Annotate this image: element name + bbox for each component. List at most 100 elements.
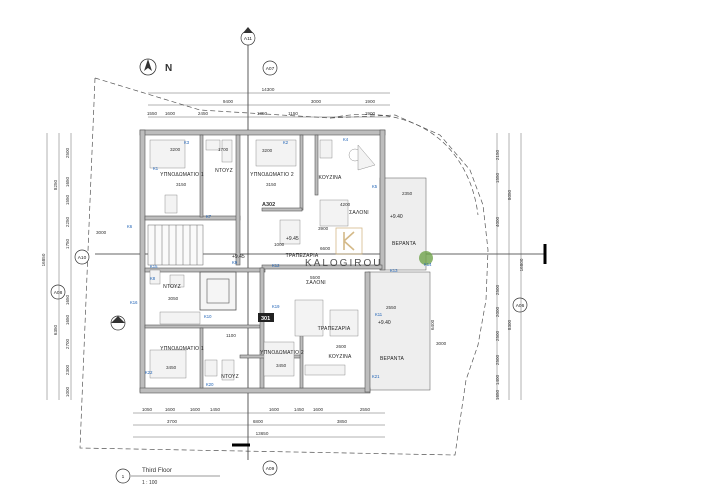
svg-text:1400: 1400 — [495, 374, 500, 385]
grid-bubble-top1: A11 — [240, 27, 256, 46]
fixtures — [149, 139, 376, 381]
svg-text:ΝΤΟΥΖ: ΝΤΟΥΖ — [221, 374, 239, 380]
svg-text:6600: 6600 — [320, 246, 331, 251]
watermark-logo: KALOGIROU — [305, 227, 433, 269]
view-number: 1 — [122, 474, 125, 480]
room-labels-top: ΥΠΝΟΔΩΜΑΤΙΟ 1 ΝΤΟΥΖ ΥΠΝΟΔΩΜΑΤΙΟ 2 ΚΟΥΖΙΝ… — [160, 168, 416, 259]
svg-text:K16: K16 — [130, 300, 138, 305]
svg-text:K2: K2 — [283, 140, 289, 145]
svg-text:8250: 8250 — [53, 179, 58, 190]
svg-text:ΣΑΛΟΝΙ: ΣΑΛΟΝΙ — [306, 280, 326, 286]
site-boundary — [79, 77, 489, 456]
veranda-top — [379, 177, 427, 271]
svg-text:6400: 6400 — [430, 319, 435, 330]
svg-text:1650: 1650 — [65, 314, 70, 325]
svg-text:ΝΤΟΥΖ: ΝΤΟΥΖ — [215, 168, 233, 174]
dimensions-bottom: 1050 1600 1600 1450 1600 1450 1600 2550 … — [133, 407, 385, 438]
svg-text:ΥΠΝΟΔΩΜΑΤΙΟ 1: ΥΠΝΟΔΩΜΑΤΙΟ 1 — [160, 172, 204, 178]
svg-text:1600: 1600 — [165, 111, 176, 116]
svg-text:16800: 16800 — [519, 258, 524, 271]
svg-text:1600: 1600 — [269, 407, 280, 412]
svg-text:6800: 6800 — [253, 419, 264, 424]
svg-text:ΒΕΡΑΝΤΑ: ΒΕΡΑΝΤΑ — [392, 241, 416, 247]
svg-text:ΥΠΝΟΔΩΜΑΤΙΟ 2: ΥΠΝΟΔΩΜΑΤΙΟ 2 — [260, 350, 304, 356]
svg-text:1050: 1050 — [142, 407, 153, 412]
svg-text:2700: 2700 — [65, 338, 70, 349]
svg-text:1350: 1350 — [257, 111, 268, 116]
svg-text:3150: 3150 — [176, 182, 187, 187]
svg-text:2600: 2600 — [336, 344, 347, 349]
svg-text:K22: K22 — [145, 370, 153, 375]
svg-text:1550: 1550 — [65, 194, 70, 205]
svg-text:ΚΟΥΖΙΝΑ: ΚΟΥΖΙΝΑ — [318, 175, 341, 181]
svg-text:ΣΑΛΟΝΙ: ΣΑΛΟΝΙ — [349, 210, 369, 216]
svg-text:1550: 1550 — [495, 172, 500, 183]
svg-text:3450: 3450 — [276, 363, 287, 368]
svg-text:2000: 2000 — [495, 306, 500, 317]
inner-dimensions: 3200 3150 1700 3200 3150 2350 4200 3900 … — [96, 147, 447, 370]
svg-text:ΤΡΑΠΕΖΑΡΙΑ: ΤΡΑΠΕΖΑΡΙΑ — [318, 326, 351, 332]
view-title: Third Floor — [142, 467, 172, 474]
svg-text:ΤΡΑΠΕΖΑΡΙΑ: ΤΡΑΠΕΖΑΡΙΑ — [286, 253, 319, 259]
svg-text:1600: 1600 — [190, 407, 201, 412]
north-arrow: N — [139, 58, 172, 76]
svg-text:2450: 2450 — [198, 111, 209, 116]
svg-text:3000: 3000 — [436, 341, 447, 346]
svg-text:2350: 2350 — [402, 191, 413, 196]
svg-text:ΥΠΝΟΔΩΜΑΤΙΟ 1: ΥΠΝΟΔΩΜΑΤΙΟ 1 — [160, 346, 204, 352]
svg-text:8050: 8050 — [507, 189, 512, 200]
svg-text:1150: 1150 — [288, 111, 298, 116]
grid-bubble-top2: A07 — [262, 60, 278, 76]
svg-text:K13: K13 — [390, 268, 398, 273]
svg-text:2500: 2500 — [65, 147, 70, 158]
svg-text:K5: K5 — [372, 184, 378, 189]
dimensions-right: 16800 8050 8300 2150 1550 4000 2500 2000… — [495, 133, 524, 400]
svg-text:3150: 3150 — [266, 182, 277, 187]
svg-text:1600: 1600 — [313, 407, 324, 412]
svg-text:ΚΟΥΖΙΝΑ: ΚΟΥΖΙΝΑ — [328, 354, 351, 360]
svg-text:K6: K6 — [127, 224, 133, 229]
svg-text:3200: 3200 — [170, 147, 181, 152]
svg-text:1450: 1450 — [294, 407, 305, 412]
svg-text:2500: 2500 — [495, 354, 500, 365]
svg-text:ΝΤΟΥΖ: ΝΤΟΥΖ — [163, 284, 181, 290]
north-label: N — [165, 63, 172, 74]
svg-text:A06: A06 — [516, 303, 525, 309]
svg-text:3700: 3700 — [167, 419, 178, 424]
north-arrow-icon — [144, 59, 152, 71]
svg-text:1600: 1600 — [165, 407, 176, 412]
grid-bubble-left: A10 — [74, 249, 90, 265]
svg-text:1900: 1900 — [365, 111, 376, 116]
svg-text:2500: 2500 — [495, 330, 500, 341]
svg-text:K15: K15 — [150, 264, 158, 269]
svg-text:2550: 2550 — [360, 407, 371, 412]
unit-tag-a302: A302 — [262, 202, 275, 208]
section-marker-left — [110, 315, 126, 331]
svg-text:A11: A11 — [244, 36, 253, 42]
svg-text:1650: 1650 — [65, 176, 70, 187]
svg-text:4200: 4200 — [340, 202, 351, 207]
svg-text:5500: 5500 — [310, 275, 321, 280]
svg-text:3200: 3200 — [262, 148, 273, 153]
window-tags: K3 K2 K6 K1 K4 K5 K7 K8 K9 K10 K11 K12 K… — [127, 137, 432, 387]
svg-text:A09: A09 — [266, 466, 275, 472]
watermark-text: KALOGIROU — [305, 258, 382, 269]
view-scale: 1 : 100 — [142, 480, 158, 486]
svg-text:3000: 3000 — [96, 230, 107, 235]
dimensions-left: 16850 8250 6350 2500 1650 1550 2250 1750… — [41, 133, 72, 400]
svg-text:6350: 6350 — [53, 324, 58, 335]
unit-tag-a301: 301 — [261, 316, 270, 322]
svg-text:2500: 2500 — [495, 284, 500, 295]
svg-text:1700: 1700 — [218, 147, 229, 152]
svg-text:K10: K10 — [204, 314, 212, 319]
svg-text:K11: K11 — [375, 312, 383, 317]
svg-text:A10: A10 — [78, 255, 87, 261]
svg-text:+9.40: +9.40 — [390, 214, 403, 220]
lift-shaft — [199, 271, 237, 311]
svg-text:K3: K3 — [184, 140, 190, 145]
room-labels-bottom: ΝΤΟΥΖ ΣΑΛΟΝΙ ΤΡΑΠΕΖΑΡΙΑ ΥΠΝΟΔΩΜΑΤΙΟ 1 ΥΠ… — [160, 280, 404, 380]
svg-text:4000: 4000 — [495, 216, 500, 227]
site-boundary-arc — [329, 113, 479, 216]
svg-text:2250: 2250 — [65, 216, 70, 227]
